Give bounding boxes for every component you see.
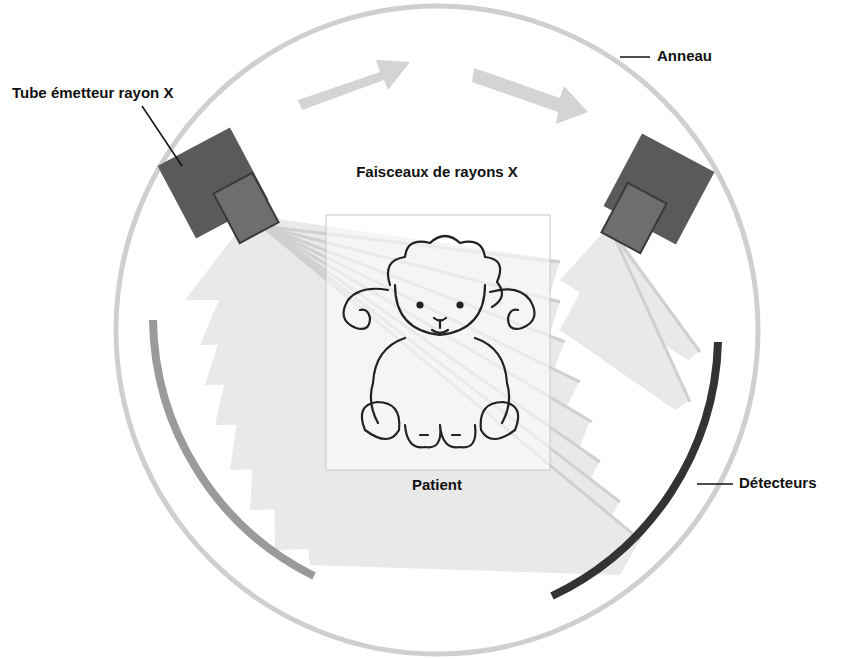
detector-arc-right [552,342,718,596]
rotation-arrows [298,60,588,124]
ring [116,6,758,654]
x-ray-tube-left [158,128,279,244]
part-label: Faisceaux de rayons X [356,163,518,181]
leader-lines [142,57,733,484]
patient-frame [326,215,550,470]
sheep-patient [344,236,535,447]
part-label: Tube émetteur rayon X [12,84,173,102]
x-ray-tube-right [601,134,714,254]
part-label: Patient [412,476,462,494]
detector-arc-left [153,320,314,576]
part-label: Anneau [657,47,712,65]
beam-bands [185,215,700,575]
part-label: Détecteurs [739,474,817,492]
